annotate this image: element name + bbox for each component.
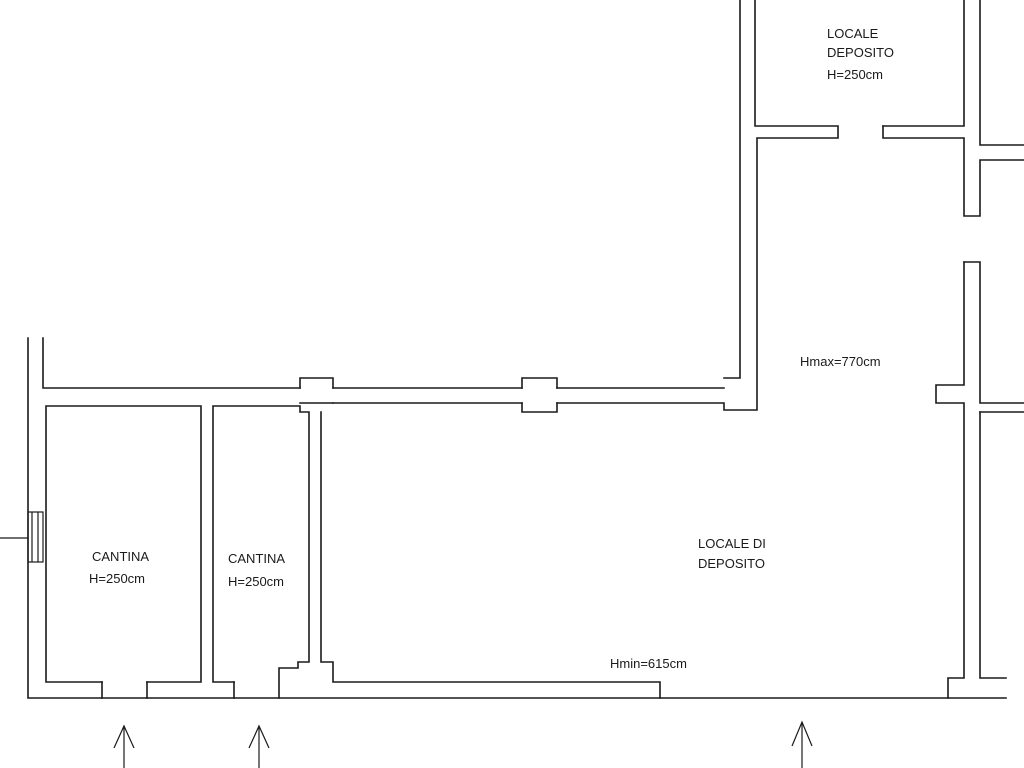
deposito-top-walls [882, 0, 1024, 217]
pilasters [299, 377, 558, 413]
arrow-icon [791, 720, 813, 768]
arrow-icon [113, 724, 135, 768]
arrow-icon [248, 724, 270, 768]
right-walls [935, 261, 1024, 699]
cantina-2-height: H=250cm [228, 574, 284, 589]
deposito-top-label-1: LOCALE [827, 26, 879, 41]
cantina-2-walls [212, 405, 310, 699]
exterior-walls [27, 0, 1007, 699]
deposito-top-height: H=250cm [827, 67, 883, 82]
cantina-1-label: CANTINA [92, 549, 149, 564]
hmin-label: Hmin=615cm [610, 656, 687, 671]
hmax-label: Hmax=770cm [800, 354, 881, 369]
cantina-1-walls [45, 405, 202, 699]
deposito-top-label-2: DEPOSITO [827, 45, 894, 60]
cantina-2-label: CANTINA [228, 551, 285, 566]
left-window [0, 511, 44, 563]
cantina-1-height: H=250cm [89, 571, 145, 586]
central-pillar [299, 402, 661, 699]
locale-di-deposito-label-2: DEPOSITO [698, 556, 765, 571]
locale-di-deposito-label-1: LOCALE DI [698, 536, 766, 551]
entrance-arrows [113, 720, 813, 768]
